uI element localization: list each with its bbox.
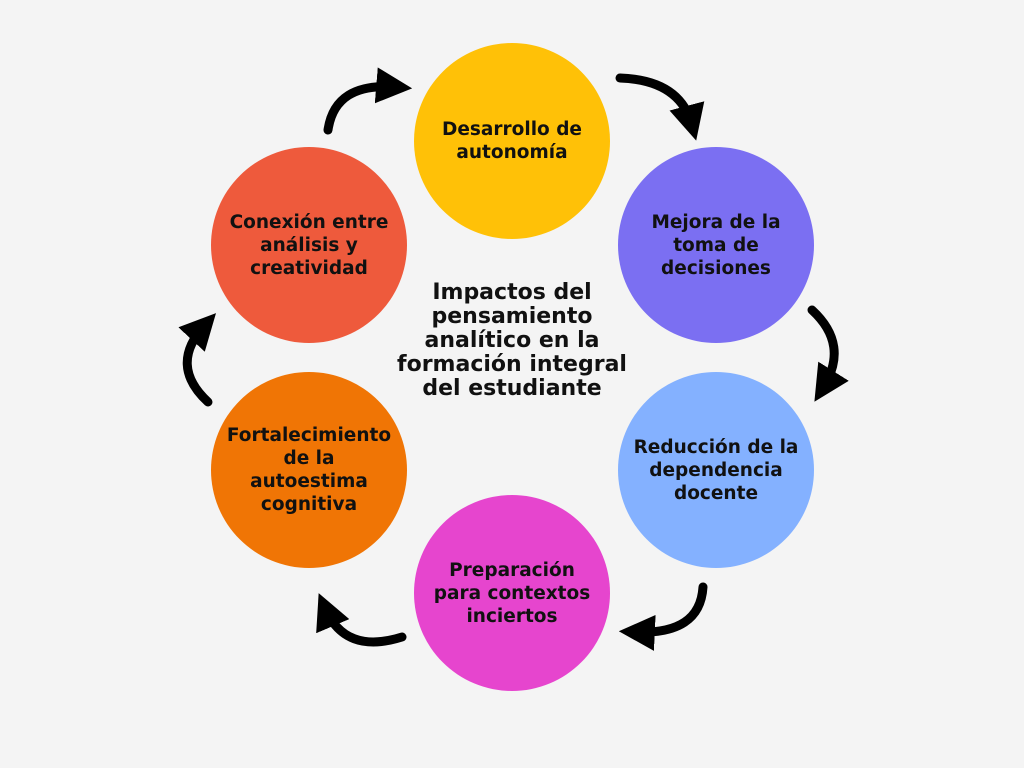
arrow-4-to-5 <box>316 593 407 647</box>
node-label: Preparación para contextos inciertos <box>433 559 591 627</box>
node-label: Mejora de la toma de decisiones <box>651 211 781 279</box>
node-label: Conexión entre análisis y creatividad <box>229 211 389 279</box>
arrow-3-to-4 <box>618 582 708 651</box>
node-mejora-toma-de-decisiones: Mejora de la toma de decisiones <box>618 147 814 343</box>
node-reduccion-dependencia-docente: Reducción de la dependencia docente <box>618 372 814 568</box>
node-label: Fortalecimiento de la autoestima cogniti… <box>226 425 392 515</box>
arrow-2-to-3 <box>807 305 849 402</box>
arrow-1-to-2 <box>615 73 705 141</box>
node-label: Reducción de la dependencia docente <box>633 436 799 504</box>
diagram-title: Impactos del pensamiento analítico en la… <box>397 280 627 401</box>
node-fortalecimiento-autoestima-cognitiva: Fortalecimiento de la autoestima cogniti… <box>211 372 407 568</box>
arrow-6-to-1 <box>323 67 413 135</box>
node-preparacion-contextos-inciertos: Preparación para contextos inciertos <box>414 495 610 691</box>
node-desarrollo-de-autonomia: Desarrollo de autonomía <box>414 43 610 239</box>
node-label: Desarrollo de autonomía <box>442 119 582 163</box>
node-conexion-analisis-creatividad: Conexión entre análisis y creatividad <box>211 147 407 343</box>
arrow-5-to-6 <box>178 313 216 407</box>
